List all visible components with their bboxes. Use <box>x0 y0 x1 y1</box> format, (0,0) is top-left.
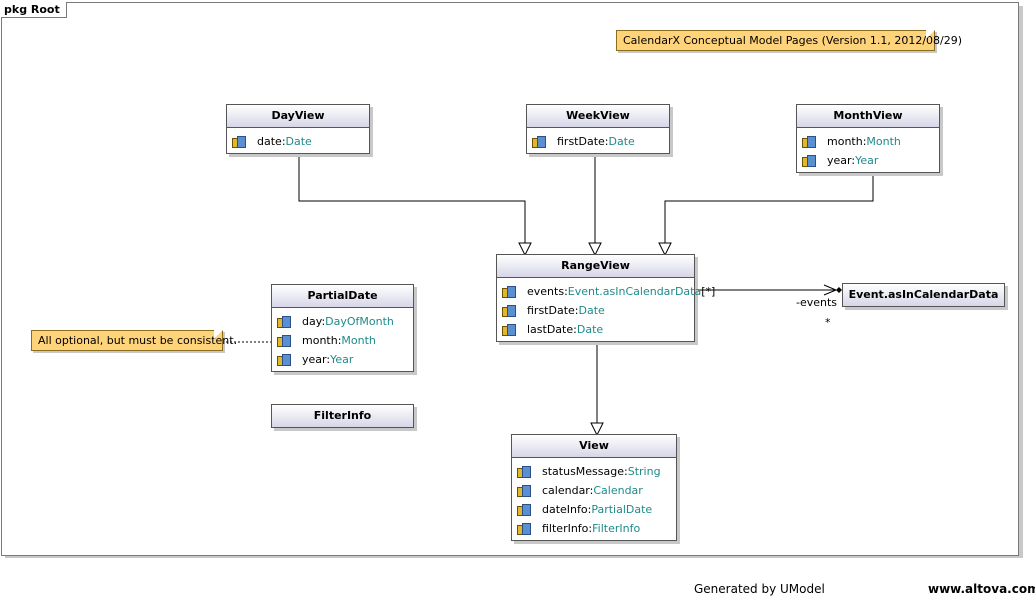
class-partialdate[interactable]: PartialDate day:DayOfMonth month:Month y… <box>271 284 414 372</box>
generalization-dayview-rangeview <box>298 156 526 243</box>
class-weekview[interactable]: WeekView firstDate:Date <box>526 104 670 154</box>
private-attribute-icon <box>802 136 816 148</box>
attribute-name: calendar <box>542 484 590 497</box>
attribute-row[interactable]: firstDate:Date <box>497 301 694 320</box>
attribute-type: Date <box>285 135 312 148</box>
attribute-name: firstDate <box>527 304 575 317</box>
attribute-type: Date <box>576 323 604 336</box>
generalization-monthview-rangeview <box>664 176 874 243</box>
attribute-row[interactable]: date:Date <box>227 132 369 151</box>
attribute-type: DayOfMonth <box>325 315 394 328</box>
association-diamond <box>836 287 842 293</box>
attribute-type: Month <box>866 135 901 148</box>
attribute-row[interactable]: day:DayOfMonth <box>272 312 413 331</box>
attribute-type: Event.asInCalendarData <box>567 285 702 298</box>
private-attribute-icon <box>517 504 531 516</box>
private-attribute-icon <box>502 286 516 298</box>
private-attribute-icon <box>532 136 546 148</box>
attribute-type: Date <box>578 304 605 317</box>
partial-note-text: All optional, but must be consistent. <box>38 334 238 347</box>
attribute-type: String <box>627 465 661 478</box>
private-attribute-icon <box>517 466 531 478</box>
attribute-name: statusMessage <box>542 465 625 478</box>
private-attribute-icon <box>802 155 816 167</box>
class-dayview[interactable]: DayView date:Date <box>226 104 370 154</box>
attribute-row[interactable]: dateInfo:PartialDate <box>512 500 676 519</box>
class-name: WeekView <box>527 105 669 128</box>
class-name: RangeView <box>497 255 694 278</box>
class-name: PartialDate <box>272 285 413 308</box>
generalization-arrowhead-rangeview <box>590 422 604 437</box>
generalization-arrowhead-weekview <box>588 242 602 257</box>
attribute-name: filterInfo <box>542 522 589 535</box>
attribute-name: month <box>302 334 338 347</box>
attribute-name: lastDate <box>527 323 574 336</box>
title-note: CalendarX Conceptual Model Pages (Versio… <box>616 30 962 51</box>
class-name: FilterInfo <box>272 405 413 427</box>
attribute-row[interactable]: events:Event.asInCalendarData[*] <box>497 282 715 301</box>
class-name: DayView <box>227 105 369 128</box>
class-name: Event.asInCalendarData <box>843 284 1004 306</box>
attribute-row[interactable]: year:Year <box>797 151 939 170</box>
private-attribute-icon <box>517 485 531 497</box>
class-filterinfo[interactable]: FilterInfo <box>271 404 414 428</box>
attribute-name: firstDate <box>557 135 605 148</box>
generated-by-label: Generated by UModel <box>694 582 825 596</box>
attribute-multiplicity: [*] <box>701 285 716 298</box>
class-monthview[interactable]: MonthView month:Month year:Year <box>796 104 940 173</box>
attribute-type: Date <box>608 135 635 148</box>
attribute-type: Year <box>855 154 879 167</box>
attribute-name: date <box>257 135 282 148</box>
attribute-name: month <box>827 135 863 148</box>
attribute-row[interactable]: month:Month <box>797 132 939 151</box>
note-fold-icon <box>214 330 223 339</box>
attribute-name: dateInfo <box>542 503 588 516</box>
attribute-type: Calendar <box>593 484 643 497</box>
attribute-name: year <box>827 154 852 167</box>
attribute-row[interactable]: filterInfo:FilterInfo <box>512 519 676 538</box>
attribute-type: Month <box>341 334 376 347</box>
generalization-arrowhead-dayview <box>518 242 532 257</box>
class-event-asincalendardata[interactable]: Event.asInCalendarData <box>842 283 1005 307</box>
partial-note: All optional, but must be consistent. <box>31 330 237 351</box>
attribute-type: PartialDate <box>591 503 653 516</box>
generalization-arrowhead-monthview <box>658 242 672 257</box>
attribute-type: Year <box>330 353 354 366</box>
private-attribute-icon <box>277 335 291 347</box>
private-attribute-icon <box>517 523 531 535</box>
title-note-text: CalendarX Conceptual Model Pages (Versio… <box>623 34 963 47</box>
attribute-row[interactable]: firstDate:Date <box>527 132 669 151</box>
attribute-name: day <box>302 315 322 328</box>
association-role-label: -events <box>796 296 838 309</box>
private-attribute-icon <box>502 305 516 317</box>
attribute-row[interactable]: statusMessage:String <box>512 462 676 481</box>
attribute-row[interactable]: lastDate:Date <box>497 320 694 339</box>
private-attribute-icon <box>277 354 291 366</box>
private-attribute-icon <box>232 136 246 148</box>
attribute-row[interactable]: year:Year <box>272 350 413 369</box>
class-rangeview[interactable]: RangeView events:Event.asInCalendarData[… <box>496 254 715 342</box>
package-tab: pkg Root <box>1 2 67 18</box>
attribute-name: events <box>527 285 565 298</box>
attribute-type: FilterInfo <box>592 522 641 535</box>
note-fold-icon <box>926 30 935 39</box>
class-name: View <box>512 435 676 458</box>
attribute-row[interactable]: month:Month <box>272 331 413 350</box>
private-attribute-icon <box>502 324 516 336</box>
class-name: MonthView <box>797 105 939 128</box>
private-attribute-icon <box>277 316 291 328</box>
altova-link[interactable]: www.altova.com <box>928 582 1035 596</box>
attribute-name: year <box>302 353 327 366</box>
attribute-row[interactable]: calendar:Calendar <box>512 481 676 500</box>
class-view[interactable]: View statusMessage:String calendar:Calen… <box>511 434 677 541</box>
association-multiplicity-label: * <box>825 316 831 329</box>
